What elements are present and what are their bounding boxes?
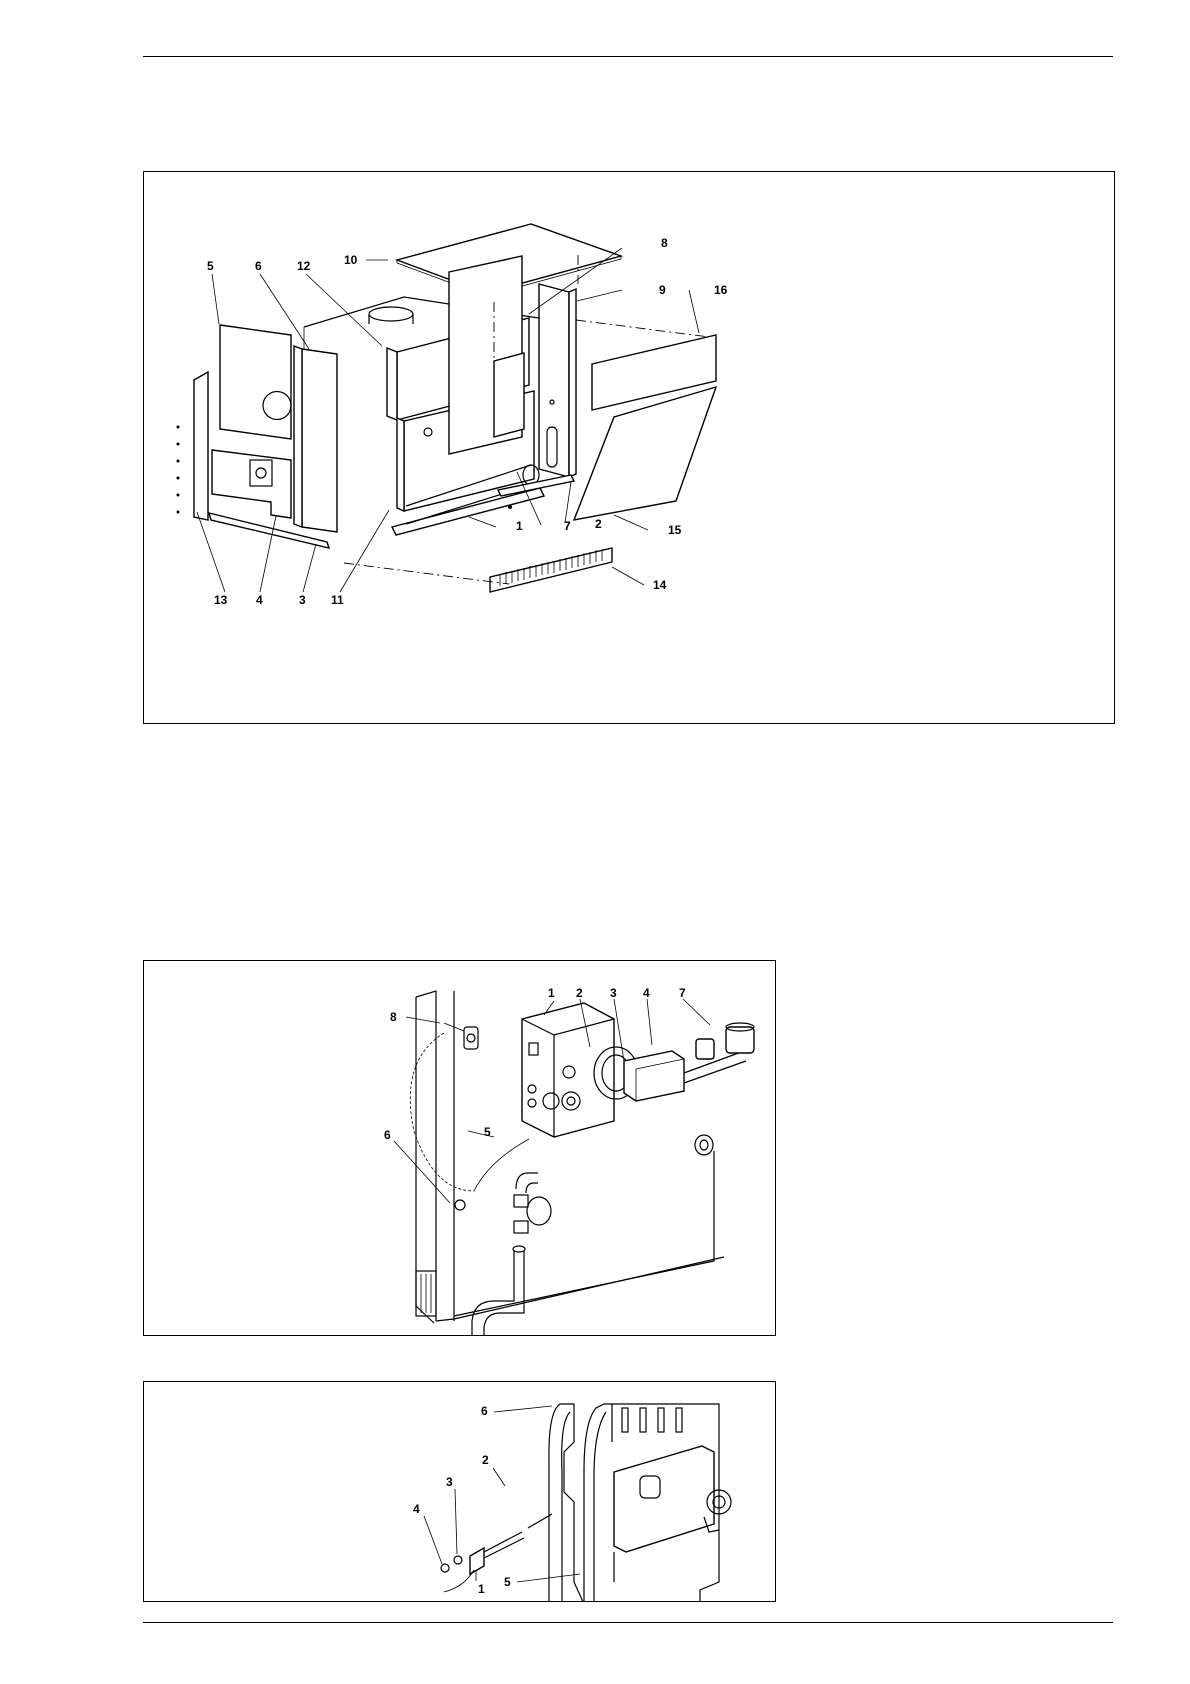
callout-13: 13 [214, 593, 228, 607]
callout-1: 1 [516, 519, 523, 533]
callout-15: 15 [668, 523, 682, 537]
callout-6: 6 [481, 1404, 488, 1418]
right-front-post [539, 284, 569, 477]
left-insulation [194, 372, 208, 520]
callout-5: 5 [504, 1575, 511, 1589]
electrode-assembly [441, 1514, 552, 1592]
callout-5: 5 [484, 1125, 491, 1139]
cast-iron-section-rear [549, 1404, 584, 1601]
heat-exchanger-drawing: 6 2 3 4 1 5 [144, 1382, 775, 1601]
footer-rule [143, 1622, 1113, 1623]
callout-4: 4 [643, 986, 650, 1000]
callout-3: 3 [299, 593, 306, 607]
gas-valve [624, 1051, 684, 1101]
callout-14: 14 [653, 578, 667, 592]
callout-1: 1 [478, 1582, 485, 1596]
ignition-electrode [444, 1023, 478, 1049]
callout-7: 7 [564, 519, 571, 533]
gas-valve-drawing: 1 2 3 4 7 8 6 5 [144, 961, 775, 1335]
sight-glass [455, 1200, 465, 1210]
casing-exploded-drawing: 5 6 12 10 8 9 16 13 4 3 11 1 7 2 15 14 [144, 172, 1114, 723]
flue-spigot [369, 307, 413, 321]
cast-iron-section-front [584, 1404, 731, 1601]
callout-2: 2 [595, 517, 602, 531]
callout-1: 1 [548, 986, 555, 1000]
callout-6: 6 [384, 1128, 391, 1142]
gas-pipe [472, 1251, 514, 1335]
callout-2: 2 [576, 986, 583, 1000]
callout-16: 16 [714, 283, 728, 297]
callout-10: 10 [344, 253, 358, 267]
fixing-nut [454, 1556, 462, 1564]
callout-8: 8 [661, 236, 668, 250]
left-side-panel-upper [220, 325, 291, 439]
callout-4: 4 [413, 1502, 420, 1516]
fixing-screw [441, 1564, 449, 1572]
callout-12: 12 [297, 259, 311, 273]
callout-3: 3 [610, 986, 617, 1000]
callout-6: 6 [255, 259, 262, 273]
callout-9: 9 [659, 283, 666, 297]
callout-5: 5 [207, 259, 214, 273]
right-inner-panel [494, 353, 524, 437]
callout-11: 11 [331, 593, 344, 607]
header-rule [143, 56, 1113, 57]
plinth-grille [490, 548, 612, 592]
electrode-bracket [470, 1548, 484, 1574]
callout-2: 2 [482, 1453, 489, 1467]
heat-exchanger-figure: 6 2 3 4 1 5 [143, 1381, 776, 1602]
inspection-plate [614, 1446, 714, 1552]
callout-7: 7 [679, 986, 686, 1000]
casing-exploded-figure: 5 6 12 10 8 9 16 13 4 3 11 1 7 2 15 14 [143, 171, 1115, 724]
gas-valve-figure: 1 2 3 4 7 8 6 5 [143, 960, 776, 1336]
left-front-post [302, 349, 337, 532]
callout-3: 3 [446, 1475, 453, 1489]
solenoid-valve [696, 1039, 714, 1059]
callout-8: 8 [390, 1010, 397, 1024]
callout-4: 4 [256, 593, 263, 607]
